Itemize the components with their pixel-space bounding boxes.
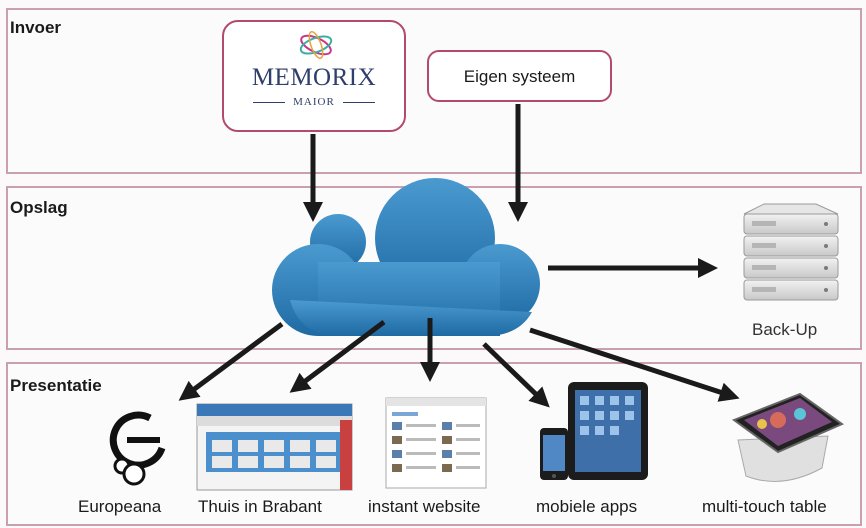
- memorix-source-box: MEMORIX MAIOR: [222, 20, 406, 132]
- arrow-to-brabant: [289, 320, 386, 393]
- memorix-name: MEMORIX: [251, 64, 377, 91]
- presentatie-label: Presentatie: [10, 376, 102, 395]
- website-screenshot-icon: [385, 397, 487, 489]
- backup-label: Back-Up: [752, 320, 818, 339]
- memorix-logo-icon: [299, 30, 333, 60]
- multitouch-table-icon: [731, 392, 845, 482]
- memorix-rule-left: [253, 101, 286, 103]
- memorix-rule-right: [342, 101, 375, 103]
- brabant-screenshot-icon: [196, 403, 353, 491]
- cloud-storage-icon: [272, 178, 540, 336]
- backup-server-icon: [743, 203, 839, 301]
- mobile-label: mobiele apps: [536, 497, 638, 516]
- website-label: instant website: [368, 497, 481, 516]
- brabant-label: Thuis in Brabant: [198, 497, 322, 516]
- memorix-sub: MAIOR: [224, 96, 404, 108]
- eigen-systeem-box: Eigen systeem: [427, 50, 612, 102]
- eigen-systeem-label: Eigen systeem: [463, 67, 576, 86]
- arrow-to-europeana: [178, 321, 284, 401]
- europeana-label: Europeana: [78, 497, 162, 516]
- table-label: multi-touch table: [702, 497, 827, 516]
- invoer-label: Invoer: [10, 18, 62, 37]
- mobile-devices-icon: [540, 382, 648, 480]
- arrow-to-mobile: [482, 342, 550, 408]
- memorix-sub-text: MAIOR: [293, 96, 335, 108]
- opslag-label: Opslag: [10, 198, 68, 217]
- europeana-logo-icon: [109, 411, 166, 486]
- arrow-to-table: [529, 327, 740, 402]
